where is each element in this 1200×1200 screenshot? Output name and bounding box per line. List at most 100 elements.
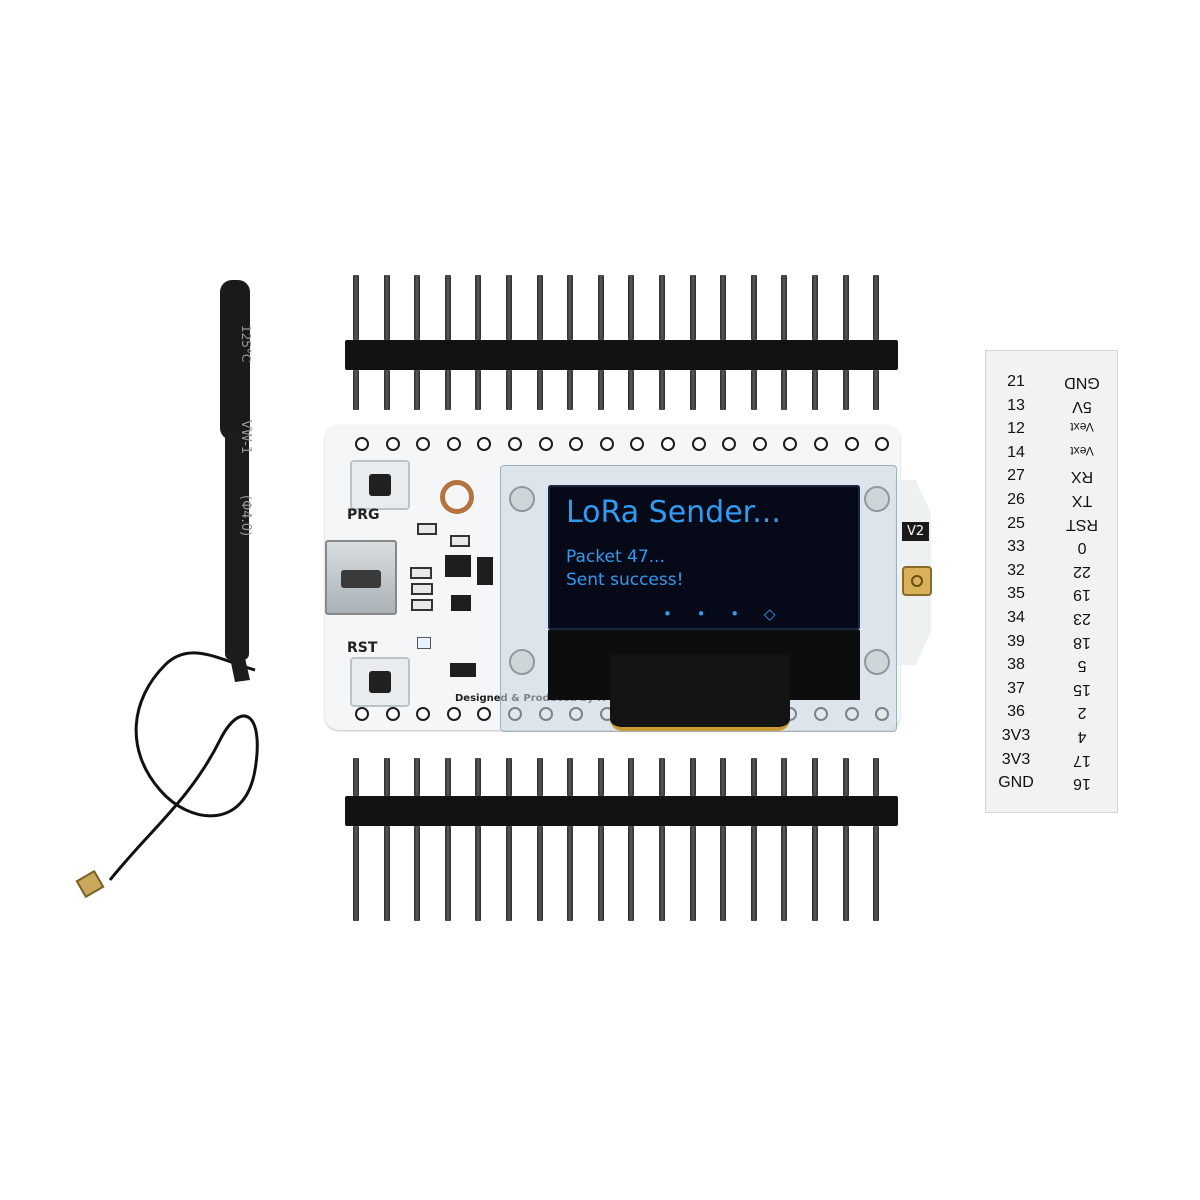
ic-chip xyxy=(477,557,493,585)
pin-label-left: 39 xyxy=(1007,632,1025,650)
header-pin xyxy=(812,826,818,921)
pin-hole xyxy=(599,437,614,451)
pin-hole xyxy=(446,707,461,721)
header-pin xyxy=(781,370,788,410)
pin-label-right: 18 xyxy=(1073,633,1091,651)
header-pin xyxy=(689,758,696,796)
header-pin xyxy=(536,370,543,410)
header-pin xyxy=(353,758,359,796)
header-pin xyxy=(720,826,727,921)
header-pin xyxy=(781,826,788,921)
header-pin xyxy=(414,275,421,340)
pin-label-right: 17 xyxy=(1073,751,1091,769)
pin-label-left: 3V3 xyxy=(1001,727,1031,744)
pin-label-left: 13 xyxy=(1007,396,1025,414)
pin-label-right: 0 xyxy=(1077,539,1087,557)
header-pin xyxy=(689,370,696,410)
pin-label-left: 14 xyxy=(1007,443,1025,461)
header-pin xyxy=(720,758,727,796)
header-pin xyxy=(628,826,635,921)
header-pin xyxy=(812,275,818,340)
rst-button-cap[interactable] xyxy=(369,671,391,693)
resistor xyxy=(417,523,437,535)
header-pin xyxy=(444,275,451,340)
pin-label-right: 22 xyxy=(1073,562,1091,580)
pin-hole xyxy=(783,437,798,451)
header-pin xyxy=(842,758,849,796)
ic-chip xyxy=(451,595,471,611)
rst-button[interactable] xyxy=(350,657,410,707)
pin-hole xyxy=(477,707,492,721)
pin-label-left: 34 xyxy=(1007,609,1025,626)
pin-hole xyxy=(814,437,828,451)
header-pin xyxy=(750,275,757,340)
pin-hole xyxy=(752,437,767,451)
pin-label-left: 33 xyxy=(1007,538,1025,556)
header-pin xyxy=(506,758,512,796)
rst-label: RST xyxy=(347,640,378,656)
oled-line-1: Packet 47... xyxy=(566,547,665,567)
resistor xyxy=(410,567,432,579)
header-pin xyxy=(659,758,665,796)
header-pin xyxy=(842,275,849,340)
header-pin xyxy=(750,758,757,796)
prg-button[interactable] xyxy=(350,460,410,510)
header-pin xyxy=(781,758,788,796)
oled-progress-dots: • • • ◇ xyxy=(663,605,786,623)
header-pin xyxy=(842,826,849,921)
oled-line-2: Sent success! xyxy=(566,570,684,590)
header-pin xyxy=(567,370,574,410)
ufl-connector xyxy=(75,869,105,899)
version-badge: V2 xyxy=(902,522,930,541)
antenna-marking-mid: VW-1 xyxy=(238,420,253,454)
header-pin xyxy=(873,758,880,796)
header-pin xyxy=(812,758,818,796)
header-pin xyxy=(536,758,543,796)
header-pin xyxy=(659,275,665,340)
ipex-connector[interactable] xyxy=(902,566,932,596)
usb-port[interactable] xyxy=(325,540,397,615)
header-pin xyxy=(414,826,421,921)
pin-label-right: 16 xyxy=(1073,775,1091,793)
prg-button-cap[interactable] xyxy=(369,474,391,496)
pin-label-left: GND xyxy=(998,774,1034,792)
transistor xyxy=(450,663,476,677)
pin-hole xyxy=(691,437,706,451)
mount-screw xyxy=(864,486,890,512)
pin-hole xyxy=(538,437,553,451)
header-pin xyxy=(567,758,574,796)
header-pin xyxy=(383,826,390,921)
header-pin xyxy=(444,758,451,796)
header-pin xyxy=(353,826,359,921)
pin-label-right: 4 xyxy=(1077,728,1087,745)
header-pin xyxy=(689,826,696,921)
pin-hole xyxy=(355,707,369,721)
header-pin xyxy=(659,826,665,921)
antenna-marking-low: (Φ4.0) xyxy=(238,495,253,536)
header-pin xyxy=(444,370,451,410)
pin-hole xyxy=(508,437,522,451)
header-pin xyxy=(720,275,727,340)
header-pin xyxy=(383,370,390,410)
pin-hole xyxy=(385,437,400,451)
header-pin xyxy=(353,275,359,340)
header-pin xyxy=(475,758,482,796)
header-pin xyxy=(873,370,880,410)
pin-label-right: 15 xyxy=(1073,680,1091,698)
pin-label-left: 21 xyxy=(1007,373,1025,390)
header-pin xyxy=(383,275,390,340)
header-pin xyxy=(353,370,359,410)
pin-label-right: Vext xyxy=(1070,443,1094,458)
header-pin xyxy=(597,275,604,340)
pin-label-left: 12 xyxy=(1007,420,1025,438)
pin-label-right: Vext xyxy=(1070,420,1094,435)
pin-hole xyxy=(446,437,461,451)
header-pin xyxy=(781,275,788,340)
pin-label-left: 27 xyxy=(1007,467,1025,485)
pin-hole xyxy=(569,437,584,451)
header-pin xyxy=(628,370,635,410)
header-pin xyxy=(506,275,512,340)
header-bar xyxy=(345,340,898,370)
mount-screw xyxy=(509,649,535,675)
